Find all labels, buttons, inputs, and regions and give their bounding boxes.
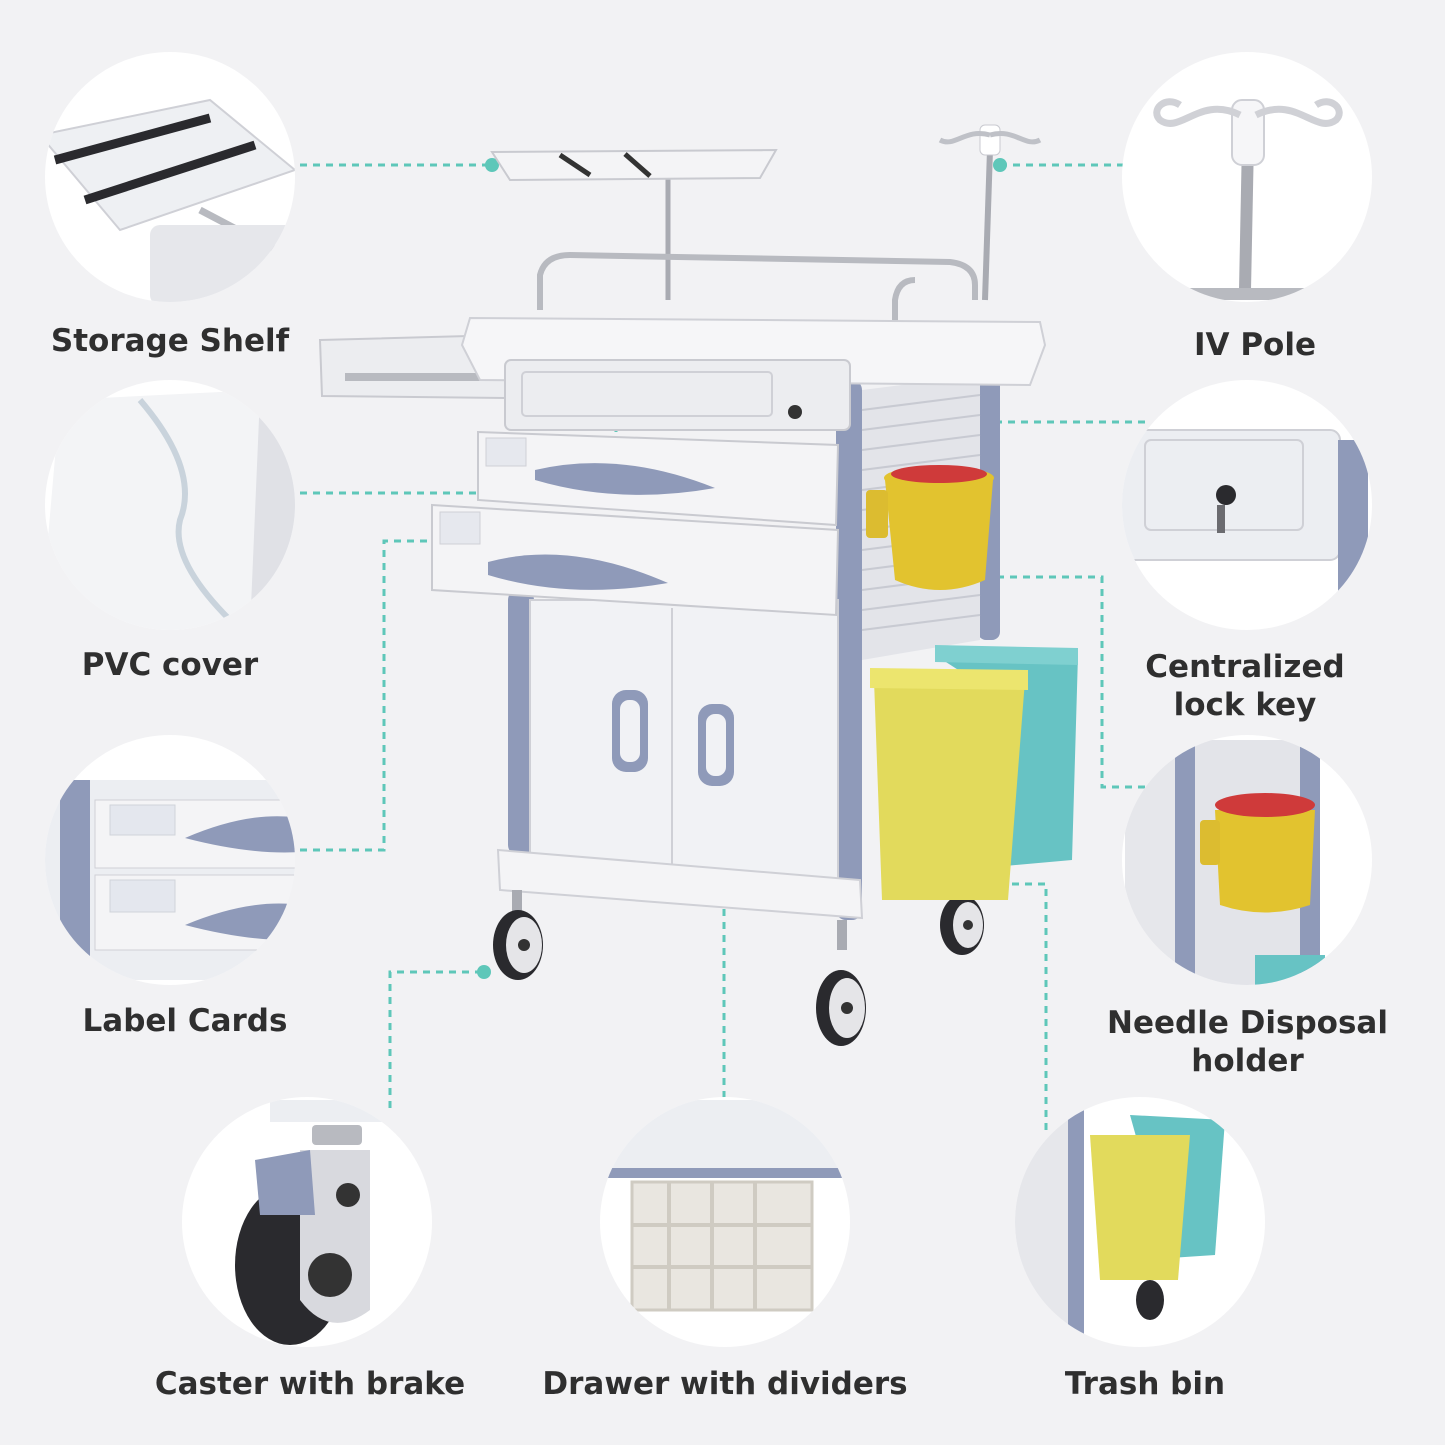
circle-storage-shelf [45,52,295,302]
label-needle-line2: holder [1191,1043,1304,1079]
label-needle-disposal: Needle Disposal holder [1100,1004,1395,1080]
label-needle-line1: Needle Disposal [1107,1005,1388,1041]
label-caster-with-brake: Caster with brake [154,1366,466,1402]
circle-drawer-dividers [600,1097,850,1347]
label-drawer-with-dividers: Drawer with dividers [542,1366,908,1402]
storage-shelf-part [490,148,778,300]
label-label-cards: Label Cards [82,1003,288,1039]
sharps-container [866,465,994,590]
circle-lock-key [1122,380,1372,630]
label-iv-pole: IV Pole [1194,327,1316,363]
label-lock-key: Centralized lock key [1115,648,1375,724]
circle-caster [182,1097,432,1347]
label-pvc-cover: PVC cover [81,647,259,683]
label-lock-key-line2: lock key [1173,687,1317,723]
label-trash-bin: Trash bin [1064,1366,1226,1402]
medical-cart [318,124,1078,1046]
cart-casters [493,890,984,1046]
trash-bins [870,645,1078,900]
iv-pole-part [938,124,1042,301]
circle-pvc-cover [45,380,295,630]
label-storage-shelf: Storage Shelf [50,323,290,359]
circle-trash-bin [1015,1097,1265,1347]
circle-needle-holder [1122,735,1372,985]
circle-label-cards [45,735,295,985]
label-lock-key-line1: Centralized [1145,649,1345,685]
circle-iv-pole [1122,52,1372,302]
